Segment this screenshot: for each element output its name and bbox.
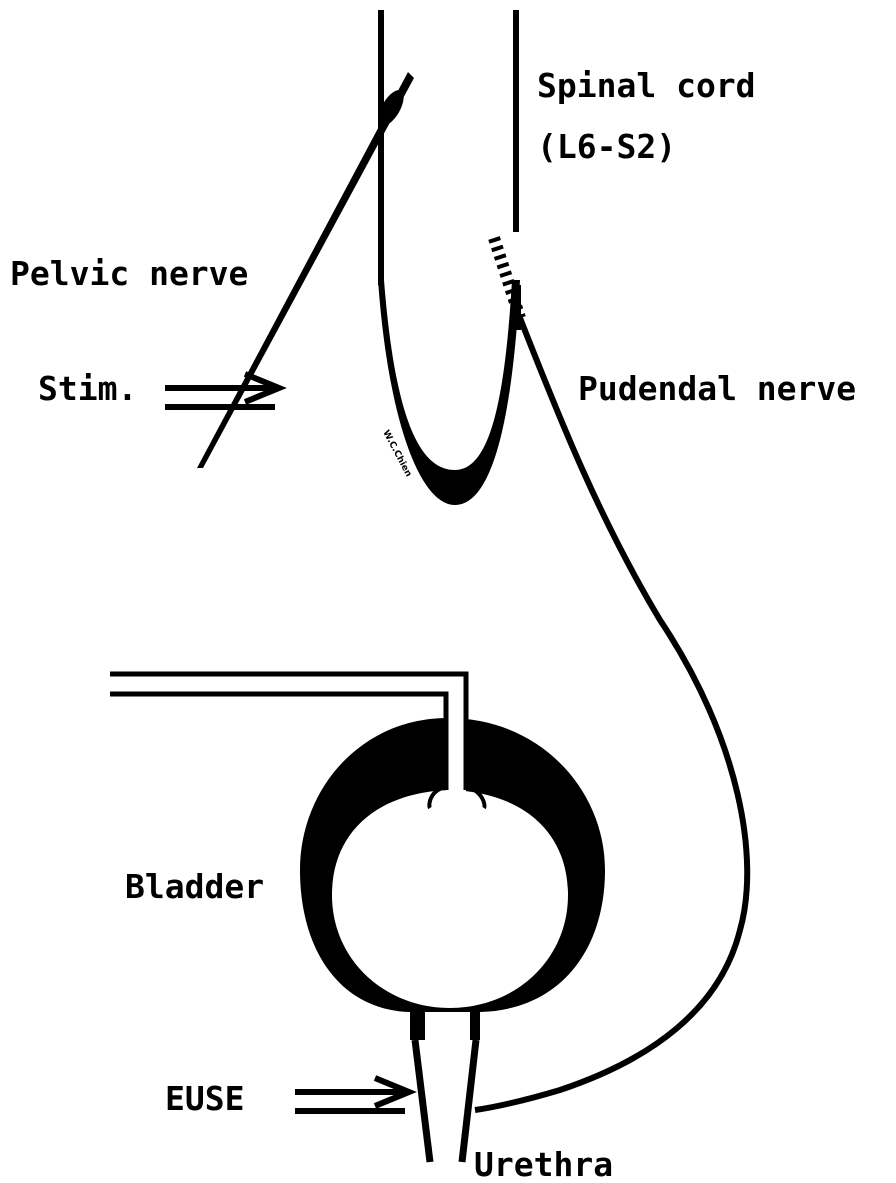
label-spinal-cord: Spinal cord [537,66,756,105]
stim-arrow [165,374,279,407]
label-pudendal-nerve: Pudendal nerve [578,369,856,408]
urethra-left-wall [415,1040,430,1162]
label-euse: EUSE [165,1079,244,1118]
urethra-right-wall [462,1040,476,1162]
spinal-cord-crescent [378,280,520,505]
label-segments: (L6-S2) [537,127,676,166]
label-stim: Stim. [38,369,137,408]
label-bladder: Bladder [125,867,264,906]
urethra [415,1040,476,1162]
euse-arrow [295,1078,409,1111]
label-urethra: Urethra [474,1145,613,1183]
label-pelvic-nerve: Pelvic nerve [10,254,248,293]
bladder [300,674,605,1040]
